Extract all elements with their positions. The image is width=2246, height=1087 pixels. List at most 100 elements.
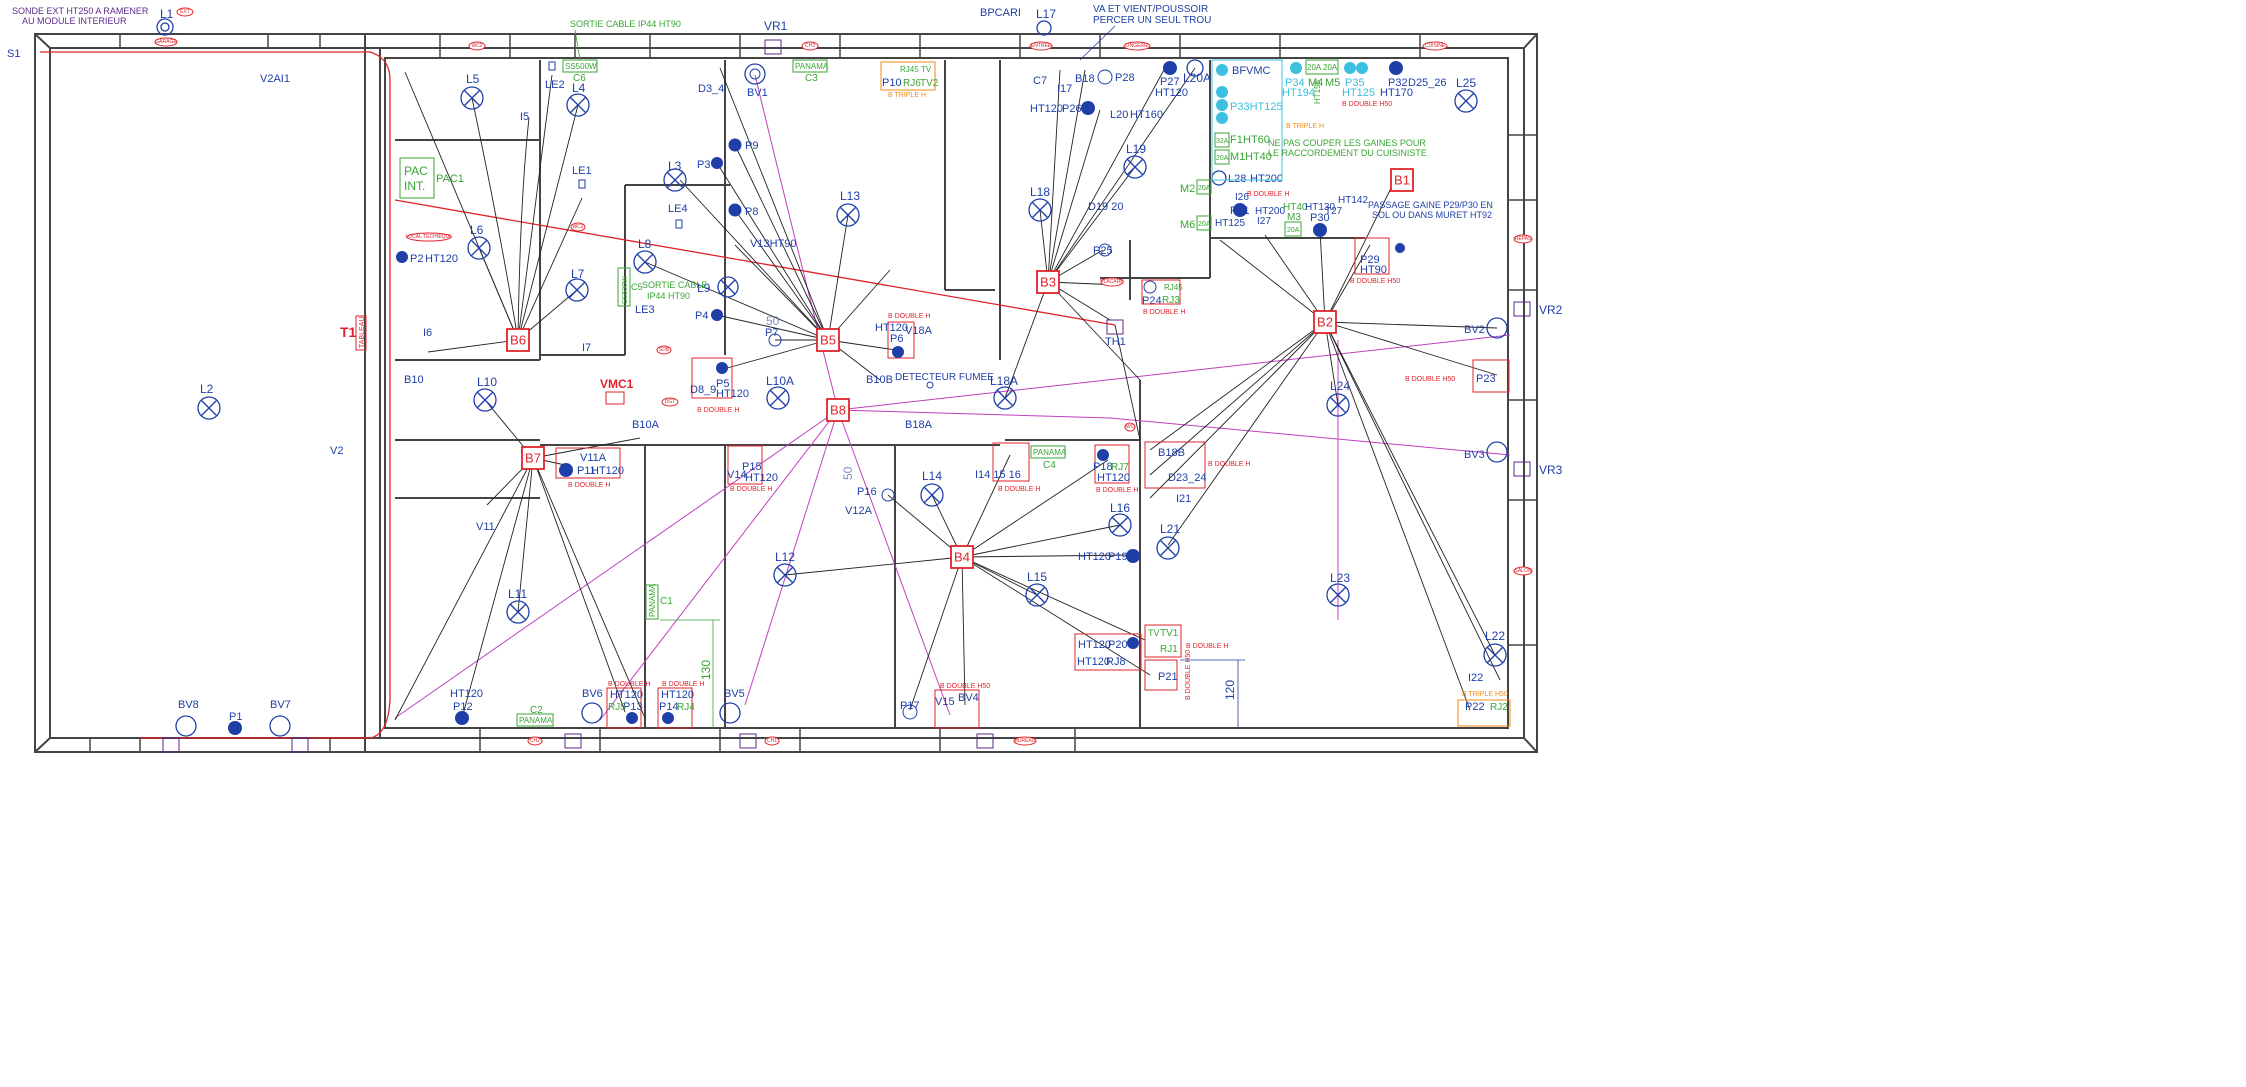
lamp-l12 <box>773 563 797 587</box>
label-p18-ht: HT120 <box>1097 472 1130 484</box>
label-p34: P34 <box>1285 77 1305 89</box>
label-20a-k2: 20A <box>1323 63 1338 72</box>
socket-points: P2 HT120 P3 P4 P9 P8 P1 HT120 P12 P11 HT… <box>228 61 1413 735</box>
sortie-cable-mid-2: IP44 HT90 <box>647 291 690 301</box>
lamp-l9 <box>717 276 739 298</box>
interior-walls <box>395 60 1365 728</box>
socket-p16 <box>881 488 895 502</box>
label-v13: V13HT90 <box>750 238 796 250</box>
label-ht200-b: HT200 <box>1255 206 1285 217</box>
label-le1: LE1 <box>572 165 592 177</box>
dim-130: 130 <box>699 660 713 680</box>
label-b18b-box: B DOUBLE H <box>1208 461 1250 468</box>
label-l20: L20 <box>1110 109 1128 121</box>
label-20a-m3: 20A <box>1287 227 1300 234</box>
label-p11-ht: HT120 <box>591 465 624 477</box>
label-panama-c3: PANAMA <box>795 62 829 71</box>
socket-p12 <box>455 711 469 725</box>
label-rj1: RJ1 <box>1160 644 1178 655</box>
label-b18: B18 <box>1075 73 1095 85</box>
socket-p28 <box>1097 69 1113 85</box>
label-p1: P1 <box>229 711 242 723</box>
label-p10-tv2: TV2 <box>920 78 939 89</box>
lamp-label-l19: L19 <box>1126 142 1146 156</box>
label-p3: P3 <box>697 159 710 171</box>
lamp-l15 <box>1025 583 1049 607</box>
svg-text:B6: B6 <box>510 333 526 348</box>
label-p20b-ht: HT120 <box>1077 656 1110 668</box>
lamp-l24 <box>1326 393 1350 417</box>
lamp-l25 <box>1454 89 1478 113</box>
lamp-l19 <box>1123 155 1147 179</box>
label-b10b: B10B <box>866 374 893 386</box>
label-ss500w: SS500W <box>565 62 597 71</box>
label-pac: PAC <box>404 164 428 178</box>
label-v12a: V12A <box>845 505 873 517</box>
room-badge-sdb: SDB <box>656 345 672 355</box>
label-b18a: B18A <box>905 419 933 431</box>
label-i17: I17 <box>1057 83 1072 95</box>
label-p14-box: B DOUBLE H <box>662 681 704 688</box>
label-d19-20: D19 20 <box>1088 201 1123 213</box>
group-p22 <box>1457 699 1511 727</box>
label-p30: P30 <box>1310 212 1330 224</box>
lamp-label-l16: L16 <box>1110 501 1130 515</box>
label-t1: T1 <box>340 324 357 340</box>
svg-text:LINGERIE: LINGERIE <box>1125 43 1149 49</box>
label-bv1: BV1 <box>747 87 768 99</box>
label-p2-ht: HT120 <box>425 253 458 265</box>
socket-p19 <box>1126 549 1140 563</box>
label-p29-ht: HT90 <box>1360 264 1387 276</box>
label-bv7: BV7 <box>270 699 291 711</box>
svg-text:B1: B1 <box>1394 173 1410 188</box>
label-p10-rj45: RJ45 <box>900 65 919 74</box>
lamp-label-l10: L10 <box>477 375 497 389</box>
svg-text:REPAS: REPAS <box>1515 236 1532 242</box>
lamp-label-l17: L17 <box>1036 7 1056 21</box>
room-badge-dgt: DGT <box>661 397 679 407</box>
lamp-l14 <box>920 483 944 507</box>
socket-p29 <box>1395 243 1405 253</box>
svg-text:EXT: EXT <box>180 9 190 15</box>
socket-p9 <box>728 138 742 152</box>
svg-text:CH3: CH3 <box>805 43 815 49</box>
electrical-floor-plan: SONDE EXT HT250 A RAMENER AU MODULE INTE… <box>7 4 1563 753</box>
group-p21 <box>1144 659 1178 691</box>
label-bpcari: BPCARI <box>980 7 1021 19</box>
svg-text:GARAGE: GARAGE <box>155 39 177 45</box>
label-p4: P4 <box>695 310 708 322</box>
label-p13-box: B DOUBLE H <box>608 681 650 688</box>
lamp-l5 <box>460 86 484 110</box>
socket-p18 <box>1097 449 1109 461</box>
junction-box-b3: B3 <box>1036 270 1060 294</box>
label-32a: 32A <box>1216 138 1229 145</box>
group-p18 <box>1094 444 1130 484</box>
kitchen-note-2: LE RACCORDEMENT DU CUISINISTE <box>1268 148 1427 158</box>
label-p18-box: B DOUBLE H <box>1096 487 1138 494</box>
lamp-l20a <box>1186 59 1204 77</box>
label-p19-ht: HT120 <box>1078 551 1111 563</box>
label-d25-26: D25_26 <box>1408 77 1447 89</box>
room-badge-placard: PLACARD <box>1100 277 1124 287</box>
label-c7: C7 <box>1033 75 1047 87</box>
label-ht142: HT142 <box>1338 195 1368 206</box>
lamp-label-l25: L25 <box>1456 76 1476 90</box>
label-p15: P15 <box>742 461 762 473</box>
lamp-l13 <box>836 203 860 227</box>
label-p7: P7 <box>765 327 778 339</box>
switches: I5 I6 I7 V11 I21 I22 I17 B18 C7 D3_4 D19… <box>7 4 1563 684</box>
label-p29-box: B DOUBLE H50 <box>1350 278 1400 285</box>
label-p31: P31 <box>1230 205 1250 217</box>
label-i14-16: I14 15 16 <box>975 469 1021 481</box>
label-le4: LE4 <box>668 203 688 215</box>
lamp-label-l4: L4 <box>572 81 586 95</box>
label-c2: C2 <box>530 705 543 716</box>
socket-p32 <box>1389 61 1403 75</box>
label-v2a: V2AI1 <box>260 73 290 85</box>
label-i7: I7 <box>582 342 591 354</box>
socket-groups: P10 RJ45 TV RJ6 TV2 B TRIPLE H D8_9 P5 H… <box>555 61 1511 729</box>
label-i5: I5 <box>520 111 529 123</box>
group-p24 <box>1141 279 1181 305</box>
label-p8: P8 <box>745 206 758 218</box>
wall-lights: LE1 LE2 LE3 LE4 <box>545 61 688 316</box>
